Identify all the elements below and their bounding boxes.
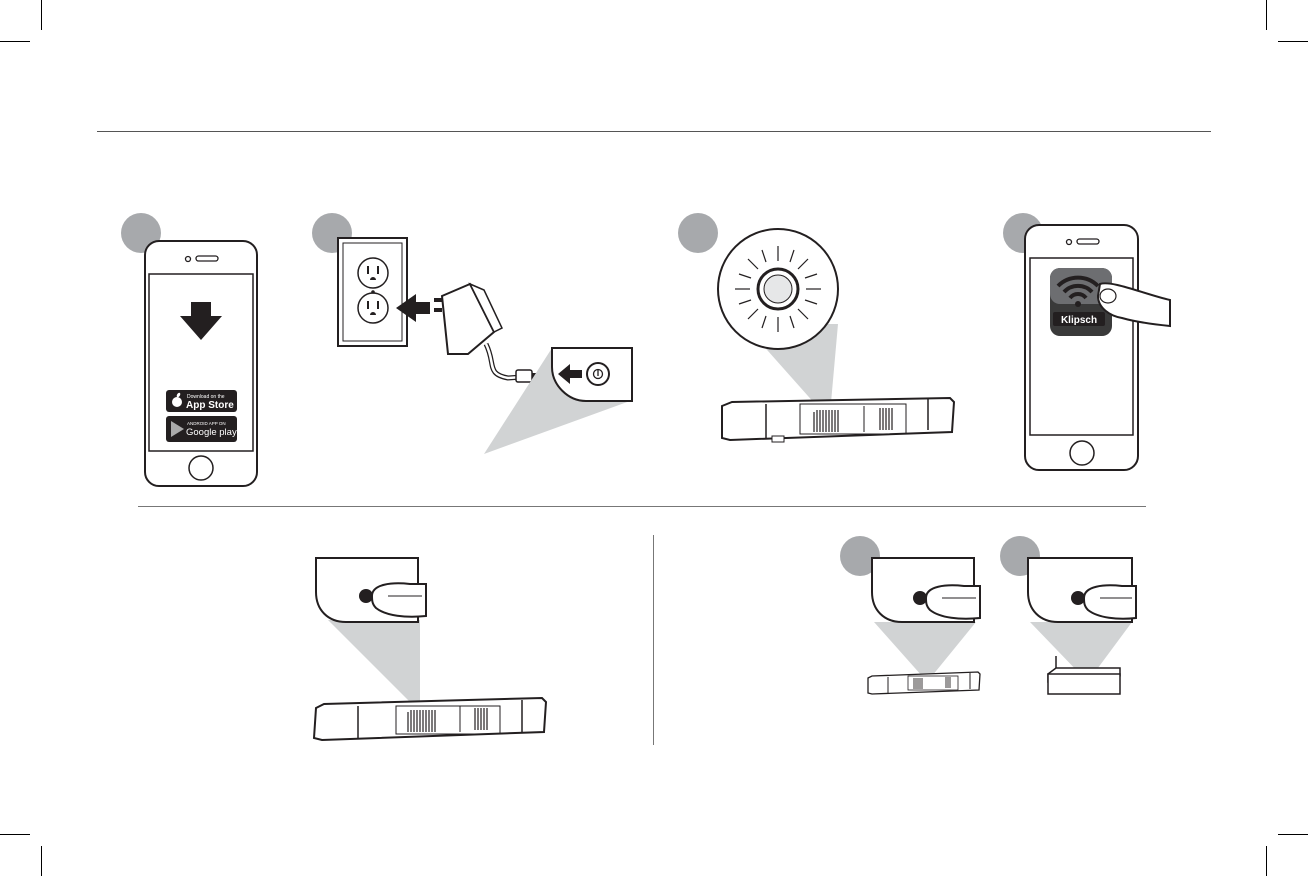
press-button-soundbar-illustration: [310, 556, 560, 746]
soundbar-small: [868, 672, 980, 694]
phone-download-illustration: [144, 240, 258, 488]
finger-press: [926, 585, 980, 618]
app-store-badge-label: App Store: [186, 400, 234, 411]
crop-mark: [1266, 0, 1267, 30]
app-store-badge[interactable]: Download on the App Store: [166, 390, 237, 412]
vertical-divider: [653, 535, 654, 745]
google-play-badge-label: Google play: [186, 427, 237, 438]
crop-mark: [1278, 834, 1308, 835]
finger-press: [372, 583, 426, 616]
middle-rule: [138, 506, 1146, 507]
soundbar: [314, 698, 546, 740]
crop-mark: [1278, 41, 1308, 42]
crop-mark: [41, 0, 42, 30]
zoom-cone: [328, 620, 420, 706]
crop-mark: [0, 834, 30, 835]
soundbar-button-illustration: [866, 556, 986, 701]
wps-button-icon: [1071, 591, 1085, 605]
top-rule: [97, 131, 1211, 132]
status-light-illustration: [716, 226, 956, 446]
crop-mark: [41, 846, 42, 876]
app-tile-brand: Klipsch: [1061, 315, 1097, 326]
crop-mark: [1266, 846, 1267, 876]
crop-mark: [0, 41, 30, 42]
step-circle-3: [678, 213, 718, 253]
connect-button-icon: [359, 589, 373, 603]
power-adapter: [434, 284, 540, 382]
zoom-cone: [874, 622, 976, 676]
google-play-badge-small-text: ANDROID APP ON: [187, 421, 226, 426]
soundbar: [722, 398, 954, 442]
google-play-badge[interactable]: ANDROID APP ON Google play: [166, 416, 237, 442]
connect-button-icon: [913, 591, 927, 605]
power-connection-illustration: [336, 236, 636, 461]
phone-app-illustration: Klipsch: [1024, 224, 1174, 472]
router-button-illustration: [1022, 556, 1144, 701]
